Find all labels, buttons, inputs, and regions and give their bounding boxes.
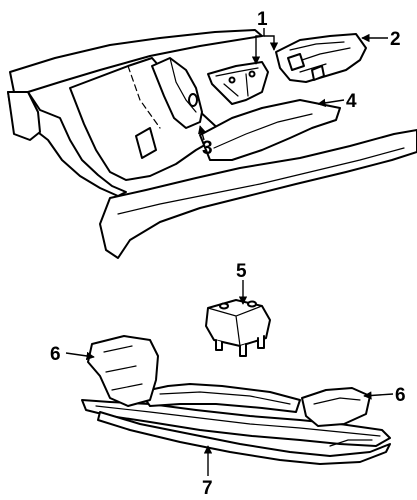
engine-mount-part-2 <box>275 33 367 83</box>
inner-fender-apron <box>7 29 263 197</box>
callout-3: 3 <box>202 138 213 159</box>
callout-6-left: 6 <box>50 344 61 365</box>
radiator-support-rail <box>99 129 417 259</box>
leader-1 <box>251 28 265 65</box>
callout-5: 5 <box>236 261 247 282</box>
leader-6-left <box>65 351 95 361</box>
callout-7: 7 <box>202 478 213 499</box>
transmission-mount-part-5 <box>205 299 271 357</box>
leader-6-right <box>363 391 394 400</box>
leader-3 <box>198 125 207 141</box>
callout-2: 2 <box>390 29 401 50</box>
callout-4: 4 <box>346 91 357 112</box>
front-crossmember-part-4 <box>199 99 341 161</box>
engine-mount-bracket-part-3 <box>151 57 203 129</box>
transmission-crossmember-part-7 <box>81 335 391 465</box>
leader-lines <box>65 28 394 476</box>
leader-4 <box>317 98 345 108</box>
callout-1: 1 <box>257 9 268 30</box>
mount-bracket-part-1 <box>207 61 269 105</box>
callout-labels: 1 2 3 4 5 6 6 7 <box>50 9 406 499</box>
callout-6-right: 6 <box>395 385 406 406</box>
